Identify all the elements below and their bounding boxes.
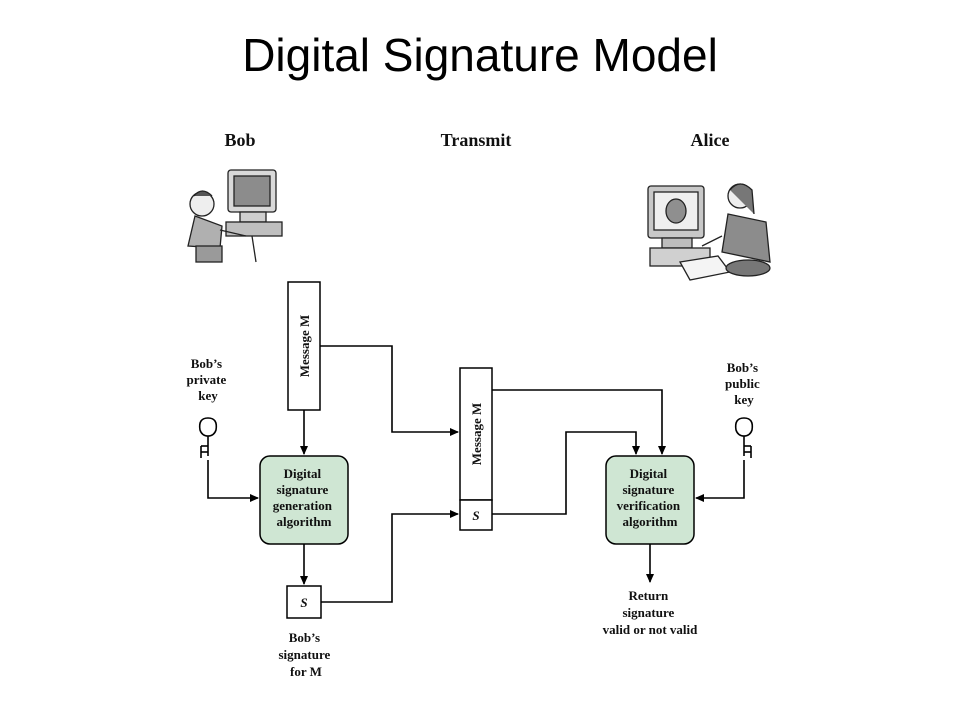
message-box-center bbox=[459, 367, 493, 501]
private-key-label: Bob’s private key bbox=[187, 356, 230, 403]
page-title: Digital Signature Model bbox=[242, 29, 718, 81]
arrow-public-key-to-verification bbox=[695, 460, 745, 502]
arrow-message-to-verification bbox=[492, 389, 666, 455]
arrow-private-key-to-generation bbox=[207, 460, 259, 502]
signature-label-left: S bbox=[300, 595, 307, 610]
result-caption: Return signature valid or not valid bbox=[603, 588, 699, 637]
bob-computer-illustration bbox=[187, 169, 283, 263]
signature-box-center bbox=[459, 499, 493, 531]
alice-computer-illustration bbox=[647, 183, 771, 281]
private-key-icon bbox=[198, 417, 218, 458]
arrow-signature-to-transmit bbox=[321, 510, 459, 603]
connectors bbox=[207, 345, 745, 603]
arrow-signature-to-verification bbox=[492, 431, 640, 515]
header-bob: Bob bbox=[224, 130, 255, 150]
public-key-label: Bob’s public key bbox=[725, 360, 763, 407]
header-transmit: Transmit bbox=[441, 130, 512, 150]
arrow-message-to-transmit bbox=[320, 345, 459, 436]
header-alice: Alice bbox=[691, 130, 730, 150]
public-key-icon bbox=[734, 417, 754, 458]
generation-algorithm-label: Digital signature generation algorithm bbox=[273, 466, 335, 529]
message-label-center: Message M bbox=[469, 403, 484, 465]
bob-signature-caption: Bob’s signature for M bbox=[278, 630, 333, 679]
verification-algorithm-label: Digital signature verification algorithm bbox=[617, 466, 684, 529]
signature-label-center: S bbox=[472, 508, 479, 523]
signature-box-left bbox=[286, 585, 322, 619]
message-label-left: Message M bbox=[297, 315, 312, 377]
